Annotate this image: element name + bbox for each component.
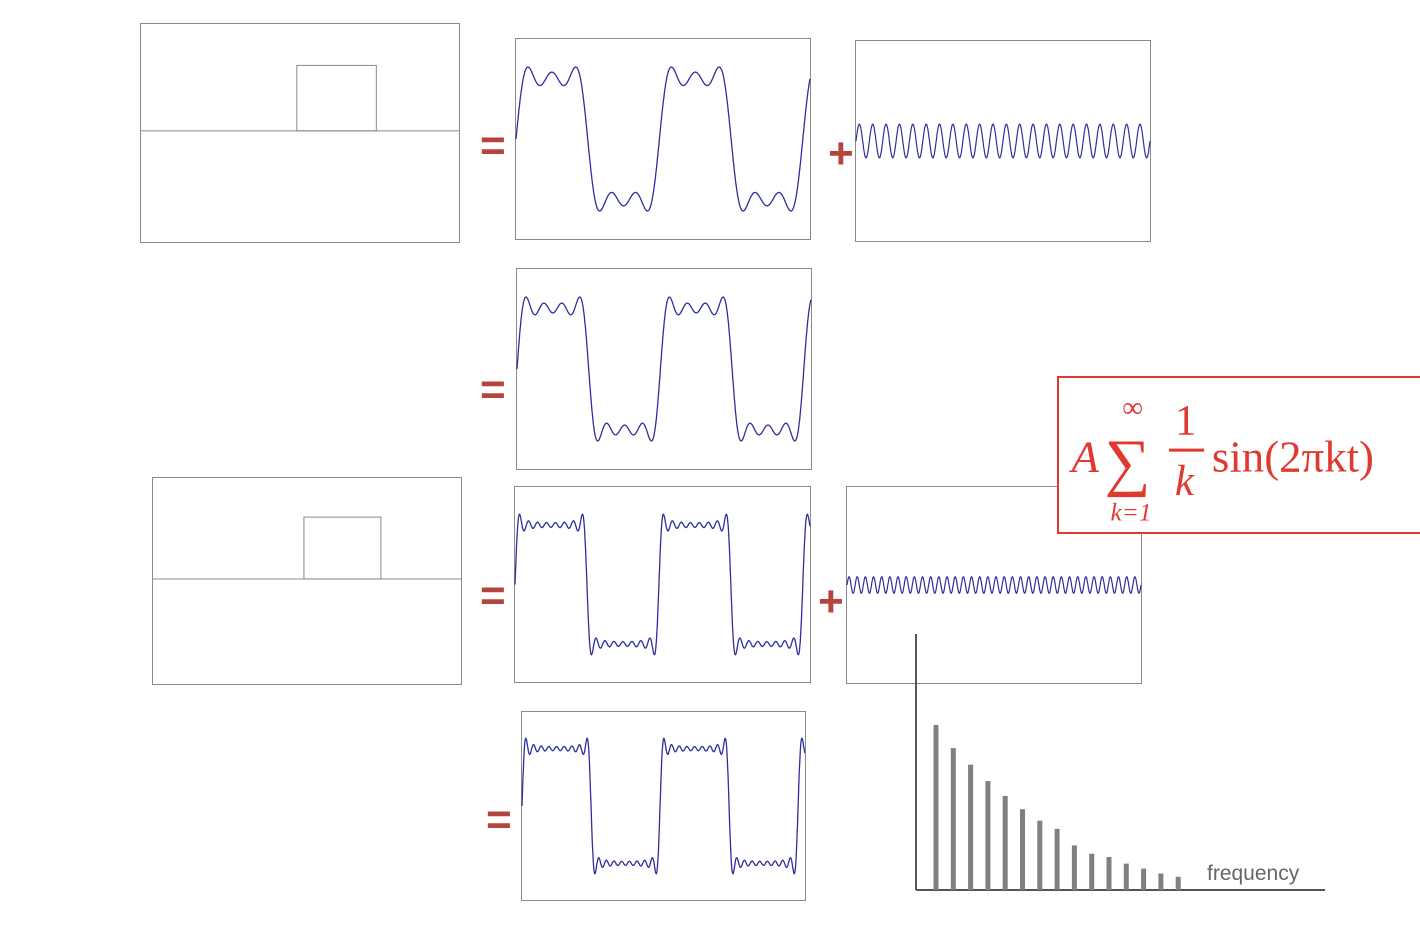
harmonic-curve — [846, 576, 1142, 594]
harmonic-panel-1 — [855, 40, 1151, 242]
spectrum-bar — [1175, 876, 1181, 890]
formula-lower-limit: k=1 — [1111, 498, 1152, 526]
equals-sign: = — [480, 121, 506, 170]
spectrum-bar — [1054, 828, 1060, 890]
spectrum-bar — [1020, 809, 1025, 890]
equals-sign: = — [480, 365, 506, 414]
equals-sign: = — [486, 795, 512, 844]
square-wave-approx-panel-1 — [515, 38, 811, 240]
plus-sign: + — [828, 129, 854, 178]
spectrum-bar — [1002, 795, 1008, 890]
box-pulse — [296, 64, 377, 132]
frequency-spectrum: frequency — [905, 628, 1335, 898]
harmonic-curve — [855, 123, 1151, 159]
square-wave-approx-panel-4 — [521, 711, 806, 901]
plus-sign: + — [818, 577, 844, 626]
spectrum-bar — [950, 748, 956, 890]
spectrum-bar — [933, 725, 939, 890]
spectrum-bar — [1123, 863, 1129, 890]
formula-function: sin(2πkt) — [1212, 432, 1374, 482]
spectrum-bar — [1158, 873, 1164, 890]
spectrum-bar — [1141, 868, 1147, 890]
approximation-curve — [514, 513, 811, 656]
approximation-curve — [515, 66, 811, 212]
box-pulse — [303, 516, 382, 580]
spectrum-bar — [1106, 857, 1112, 890]
spectrum-bar — [1037, 820, 1043, 890]
square-wave-approx-panel-3 — [514, 486, 811, 683]
approximation-curve — [521, 737, 806, 875]
spectrum-bar — [985, 781, 991, 890]
formula-upper-limit: ∞ — [1122, 392, 1143, 424]
formula-numerator: 1 — [1175, 398, 1196, 445]
spectrum-bar — [968, 764, 974, 890]
box-signal-panel-1 — [140, 23, 460, 243]
spectrum-bar — [1071, 845, 1077, 890]
formula-denominator: k — [1175, 458, 1195, 505]
spectrum-bar — [1089, 853, 1095, 890]
spectrum-x-label: frequency — [1207, 862, 1300, 885]
formula-amplitude: A — [1069, 432, 1100, 482]
formula-sum-symbol: ∑ — [1105, 426, 1151, 497]
box-signal-panel-2 — [152, 477, 462, 685]
square-wave-approx-panel-2 — [516, 268, 812, 470]
equals-sign: = — [480, 571, 506, 620]
approximation-curve — [516, 296, 812, 442]
fourier-series-formula: A ∑ ∞ k=1 1 k sin(2πkt) — [1057, 376, 1420, 534]
